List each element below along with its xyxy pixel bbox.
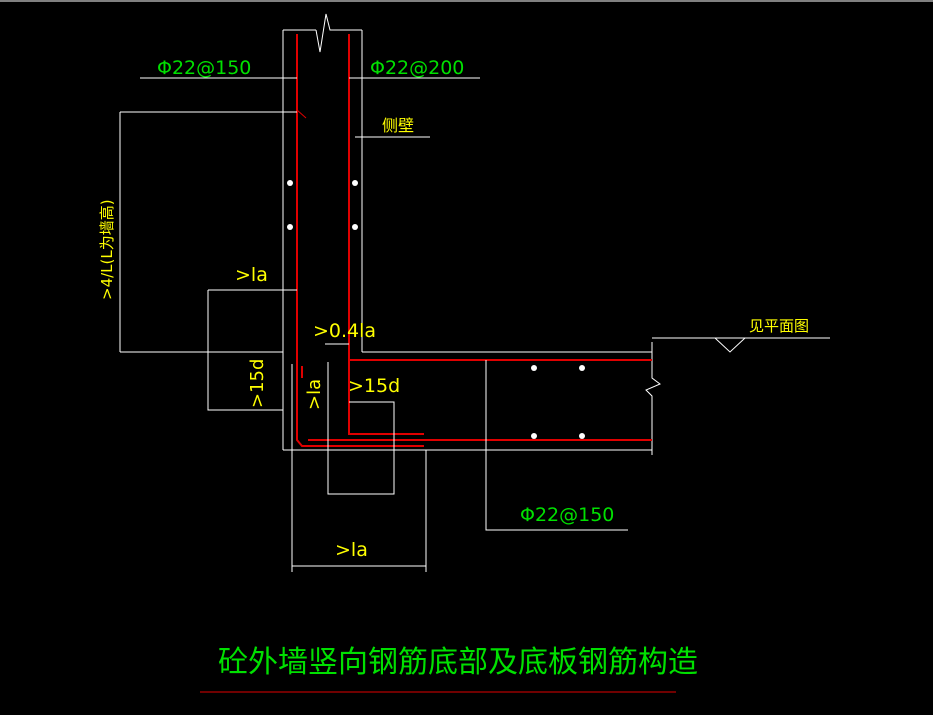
wall-break-symbol xyxy=(315,13,362,53)
rebar-dot xyxy=(579,433,585,439)
drawing-title: 砼外墙竖向钢筋底部及底板钢筋构造 xyxy=(218,645,698,680)
rebar-dot xyxy=(352,224,358,230)
rebar-dot xyxy=(287,180,293,186)
label-rebar-bottom: Φ22@150 xyxy=(520,504,614,526)
rebar-dot xyxy=(352,180,358,186)
slab-break-symbol xyxy=(645,342,661,455)
rebar-dot xyxy=(531,365,537,371)
label-side-wall: 侧壁 xyxy=(382,116,414,135)
label-vertical-note: >4/L(L为墙高) xyxy=(98,199,116,300)
dim-la-vertical xyxy=(207,290,283,411)
label-la-bottom: >la xyxy=(335,539,368,561)
dim-15d-box xyxy=(327,362,395,495)
rebar-hook-top xyxy=(296,109,307,119)
rebar-outer-vertical xyxy=(296,34,424,447)
label-la-upper: >la xyxy=(235,264,268,286)
label-see-plan: 见平面图 xyxy=(749,317,809,335)
label-15d-left: >15d xyxy=(247,359,268,408)
level-triangle xyxy=(713,337,747,353)
label-rebar-right: Φ22@200 xyxy=(370,57,464,79)
leader-bottom-rebar xyxy=(485,360,628,531)
label-04la: >0.4la xyxy=(313,320,376,342)
label-15d-right: >15d xyxy=(348,375,400,397)
label-la-vertical: >la xyxy=(304,379,325,410)
rebar-dot xyxy=(579,365,585,371)
rebar-dot xyxy=(531,433,537,439)
rebar-dot xyxy=(287,224,293,230)
label-rebar-left: Φ22@150 xyxy=(157,57,251,79)
rebar-inner-vertical xyxy=(348,34,424,435)
